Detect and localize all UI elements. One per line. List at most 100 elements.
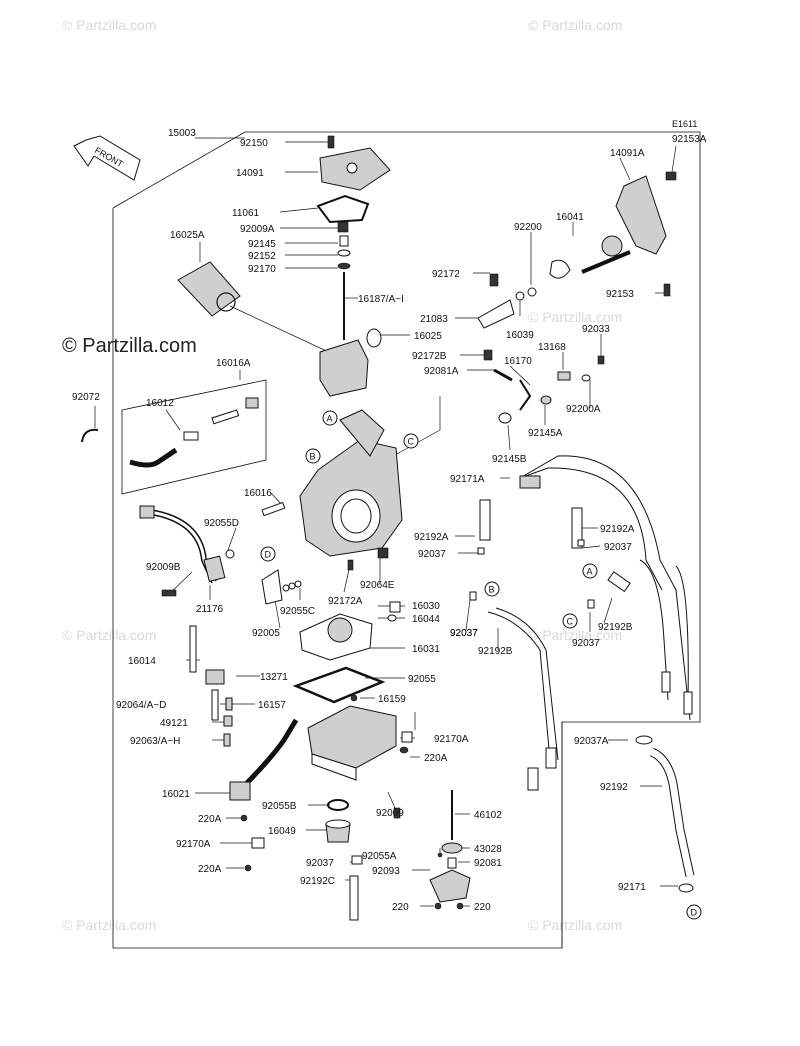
label-92055: 92055: [408, 674, 436, 685]
watermark: © Partzilla.com: [528, 17, 622, 33]
label-92072: 92072: [72, 392, 100, 403]
gasket-11061: [316, 194, 370, 224]
label-16187: 16187/A~I: [358, 294, 404, 305]
watermark: © Partzilla.com: [528, 917, 622, 933]
callout-c: C: [408, 437, 415, 447]
hose-92192a: [571, 507, 583, 549]
label-92037: 92037: [418, 549, 446, 560]
label-92081a: 92081A: [424, 366, 459, 377]
label-92172b: 92172B: [412, 351, 447, 362]
label-92200: 92200: [514, 222, 542, 233]
watermarks: © Partzilla.com © Partzilla.com © Partzi…: [62, 17, 622, 933]
label-16044: 16044: [412, 614, 440, 625]
label-16170: 16170: [504, 356, 532, 367]
jet-16014: [189, 625, 197, 673]
cable-throttle: [519, 455, 691, 721]
label-92009a: 92009A: [240, 224, 275, 235]
label-92171: 92171: [618, 882, 646, 893]
spring-92200: [549, 259, 571, 279]
hose-92192b-long: [487, 611, 551, 761]
part-labels: 15003 92150 14091 11061 92009A 92145 921…: [72, 128, 707, 913]
label-220a: 220A: [424, 753, 448, 764]
clip-92170: [337, 262, 351, 270]
clip-92072: [81, 428, 99, 443]
label-16025: 16025: [414, 331, 442, 342]
label-92152: 92152: [248, 251, 276, 262]
callout-a: A: [587, 567, 593, 577]
label-92170a: 92170A: [176, 839, 211, 850]
label-92192b: 92192B: [478, 646, 513, 657]
label-16025a: 16025A: [170, 230, 205, 241]
part-13271: [205, 669, 225, 685]
label-13168: 13168: [538, 342, 566, 353]
label-11061: 11061: [232, 208, 260, 219]
part-drawings: [81, 135, 695, 921]
label-92172: 92172: [432, 269, 460, 280]
label-16157: 16157: [258, 700, 286, 711]
callouts: A B C D A B C D: [260, 410, 702, 920]
screw-16016: [261, 501, 286, 517]
label-92055b: 92055B: [262, 801, 297, 812]
spring-92145: [339, 235, 349, 247]
hose-16021: [238, 718, 299, 792]
label-16039: 16039: [506, 330, 534, 341]
callout-d: D: [265, 550, 272, 560]
callout-b: B: [310, 452, 316, 462]
label-92037: 92037: [450, 628, 478, 639]
label-92009: 92009: [376, 808, 404, 819]
label-220a: 220A: [198, 814, 222, 825]
label-92171a: 92171A: [450, 474, 485, 485]
label-92192a: 92192A: [414, 532, 449, 543]
label-220: 220: [474, 902, 491, 913]
callout-a: A: [327, 414, 333, 424]
label-92009b: 92009B: [146, 562, 181, 573]
label-92037: 92037: [306, 858, 334, 869]
label-21083: 21083: [420, 314, 448, 325]
watermark: © Partzilla.com: [62, 917, 156, 933]
callout-c: C: [567, 617, 574, 627]
label-16012: 16012: [146, 398, 174, 409]
label-92033: 92033: [582, 324, 610, 335]
leader-lines: [94, 137, 678, 907]
label-92170a: 92170A: [434, 734, 469, 745]
label-13271: 13271: [260, 672, 288, 683]
throttle-valve-16025: [319, 339, 369, 397]
label-92192b: 92192B: [598, 622, 633, 633]
label-16014: 16014: [128, 656, 156, 667]
label-92063: 92063/A~H: [130, 736, 180, 747]
washer-92152: [337, 249, 351, 257]
label-92037a: 92037A: [574, 736, 609, 747]
front-arrow-icon: FRONT: [73, 135, 141, 181]
watermark: © Partzilla.com: [62, 627, 156, 643]
label-92005: 92005: [252, 628, 280, 639]
label-49121: 49121: [160, 718, 188, 729]
label-92170: 92170: [248, 264, 276, 275]
label-92081: 92081: [474, 858, 502, 869]
oring-92055b: [327, 799, 349, 811]
gasket-92055: [292, 666, 386, 704]
label-92153a: 92153A: [672, 134, 707, 145]
label-46102: 46102: [474, 810, 502, 821]
label-92055a: 92055A: [362, 851, 397, 862]
shaft-16041: [581, 250, 631, 274]
hose-92192a: [479, 499, 491, 541]
label-16016: 16016: [244, 488, 272, 499]
label-92192a: 92192A: [600, 524, 635, 535]
label-220: 220: [392, 902, 409, 913]
watermark: © Partzilla.com: [528, 627, 622, 643]
label-92064e: 92064E: [360, 580, 395, 591]
housing-92093: [429, 869, 471, 903]
label-14091a: 14091A: [610, 148, 645, 159]
label-92172a: 92172A: [328, 596, 363, 607]
label-92055d: 92055D: [204, 518, 239, 529]
fitting-92005: [261, 569, 283, 605]
spring-92081a: [493, 368, 513, 382]
screw-92150: [327, 135, 335, 149]
callout-b: B: [489, 585, 495, 595]
part-92009a: [337, 221, 349, 233]
label-92192c: 92192C: [300, 876, 335, 887]
watermark: © Partzilla.com: [528, 309, 622, 325]
hose-16012: [129, 447, 178, 468]
label-92064: 92064/A~D: [116, 700, 166, 711]
